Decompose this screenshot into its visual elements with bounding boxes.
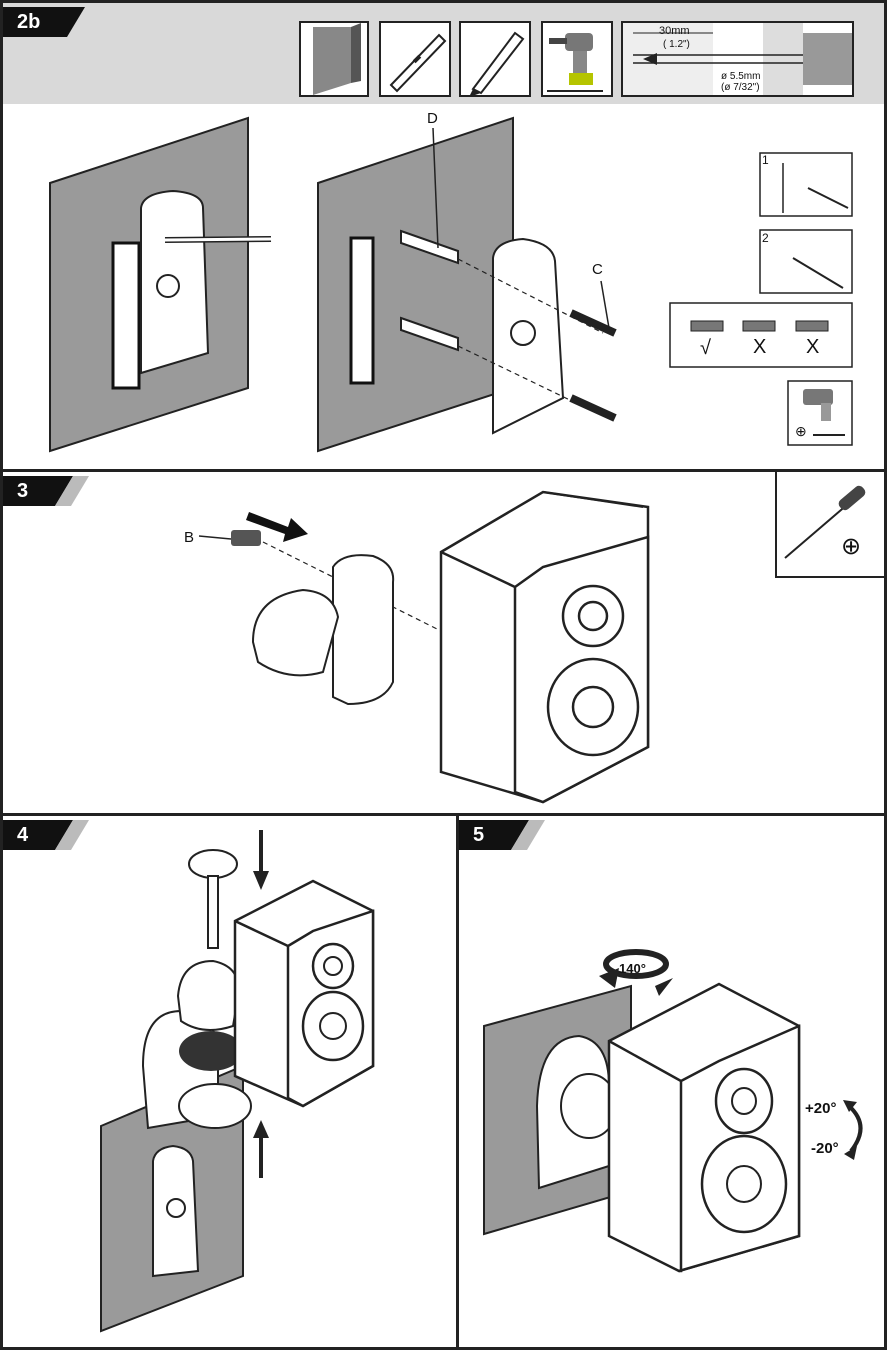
callout-c: C — [592, 261, 603, 278]
drill-depth-diagram: 30mm ( 1.2") ø 5.5mm (ø 7/32") — [621, 21, 854, 97]
level-ok-mark: √ — [700, 337, 711, 359]
step-number: 3 — [17, 480, 29, 502]
anchor-upper — [400, 229, 459, 265]
level-icon — [379, 21, 451, 97]
drill-diameter-mm: ø 5.5mm — [721, 71, 761, 82]
screwdriver-icon: ⊕ — [775, 472, 884, 578]
drill-icon — [541, 21, 613, 97]
step-tab-4: 4 — [3, 820, 93, 850]
step-3-illustration — [198, 490, 650, 804]
step-tab-2b: 2b — [3, 7, 93, 37]
step-tab-5: 5 — [459, 820, 549, 850]
tilt-up-label: +20° — [805, 1100, 837, 1117]
step-number: 5 — [473, 824, 485, 846]
sub-step-2: 2 — [762, 231, 769, 245]
pencil-icon — [459, 21, 531, 97]
tilt-down-label: -20° — [811, 1140, 839, 1157]
callout-b: B — [184, 529, 195, 546]
panel-step-2b: 2b 30mm ( 1.2") ø 5.5mm (ø 7/32") — [3, 3, 884, 469]
divider — [3, 813, 884, 816]
swivel-angle-label: 140° — [619, 961, 646, 976]
step-4-illustration — [100, 830, 375, 1333]
panel-step-3: 3 ⊕ B — [3, 472, 884, 813]
drill-diameter-in: (ø 7/32") — [721, 82, 760, 93]
drill-depth-mm: 30mm — [659, 25, 690, 37]
anchor-lower — [400, 316, 459, 352]
panel-step-5: 5 140° +20° -20° — [459, 816, 884, 1347]
phillips-icon: ⊕ — [841, 533, 862, 560]
wall-icon — [299, 21, 369, 97]
level-bad-mark-1: X — [753, 336, 767, 358]
divider — [456, 816, 459, 1347]
step-5-illustration — [483, 949, 863, 1273]
phillips-icon: ⊕ — [795, 423, 807, 439]
drill-depth-in: ( 1.2") — [663, 39, 690, 50]
step-number: 4 — [17, 824, 29, 846]
level-bad-mark-2: X — [806, 336, 820, 358]
sub-step-1: 1 — [762, 153, 769, 167]
step-2b-illustration — [49, 116, 853, 453]
divider — [3, 469, 884, 472]
panel-step-4: 4 — [3, 816, 456, 1347]
step-number: 2b — [17, 11, 41, 33]
step-tab-3: 3 — [3, 476, 93, 506]
callout-d: D — [427, 110, 438, 127]
